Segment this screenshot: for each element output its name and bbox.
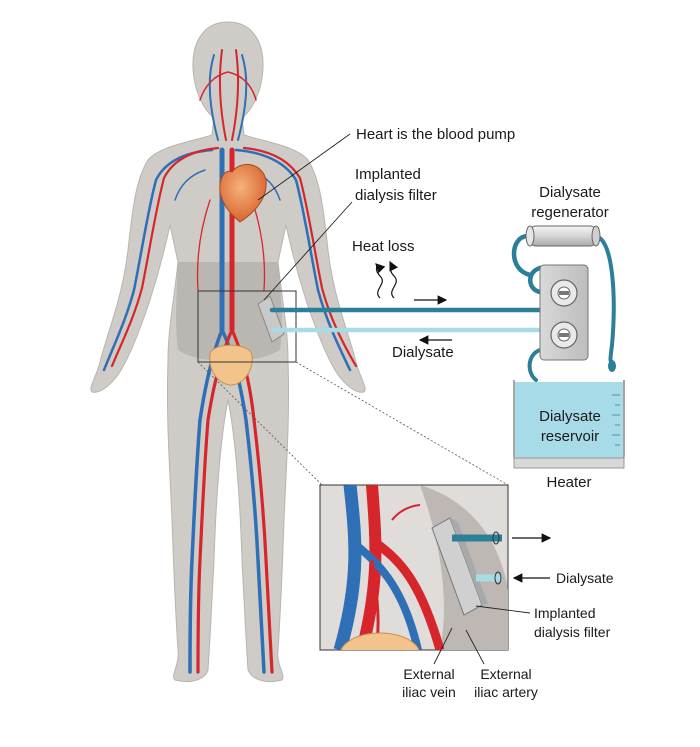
label-dialysate-flow: Dialysate — [392, 344, 454, 361]
inset-view — [319, 484, 509, 651]
label-reservoir-line1: Dialysate — [539, 408, 601, 425]
heat-loss-arrows — [375, 260, 399, 299]
inset-label-dialysate: Dialysate — [556, 570, 614, 586]
label-filter-line1: Implanted — [355, 166, 421, 183]
dialysate-reservoir — [513, 380, 625, 469]
inset-label-vein-line1: External — [403, 666, 455, 682]
leader-lines — [257, 133, 353, 301]
drip-drop — [608, 360, 616, 372]
label-filter-line2: dialysis filter — [355, 187, 437, 204]
label-heart-pump: Heart is the blood pump — [356, 126, 516, 143]
inset-label-filter-line1: Implanted — [534, 605, 596, 621]
label-regen-line2: regenerator — [531, 204, 609, 221]
bladder-icon — [209, 344, 253, 386]
dialysate-regenerator — [525, 225, 601, 247]
label-heat-loss: Heat loss — [352, 238, 415, 255]
heart-icon — [219, 164, 267, 223]
inset-label-vein-line2: iliac vein — [402, 684, 456, 700]
label-heater: Heater — [546, 474, 592, 491]
label-reservoir-line2: reservoir — [540, 428, 600, 445]
inset-label-artery-line1: External — [480, 666, 532, 682]
inset-leader-lines — [433, 605, 531, 665]
inset-label-artery-line2: iliac artery — [474, 684, 538, 700]
zoom-box — [197, 290, 297, 363]
pump-unit — [539, 264, 589, 361]
inset-label-filter-line2: dialysis filter — [534, 624, 611, 640]
label-regen-line1: Dialysate — [539, 184, 601, 201]
